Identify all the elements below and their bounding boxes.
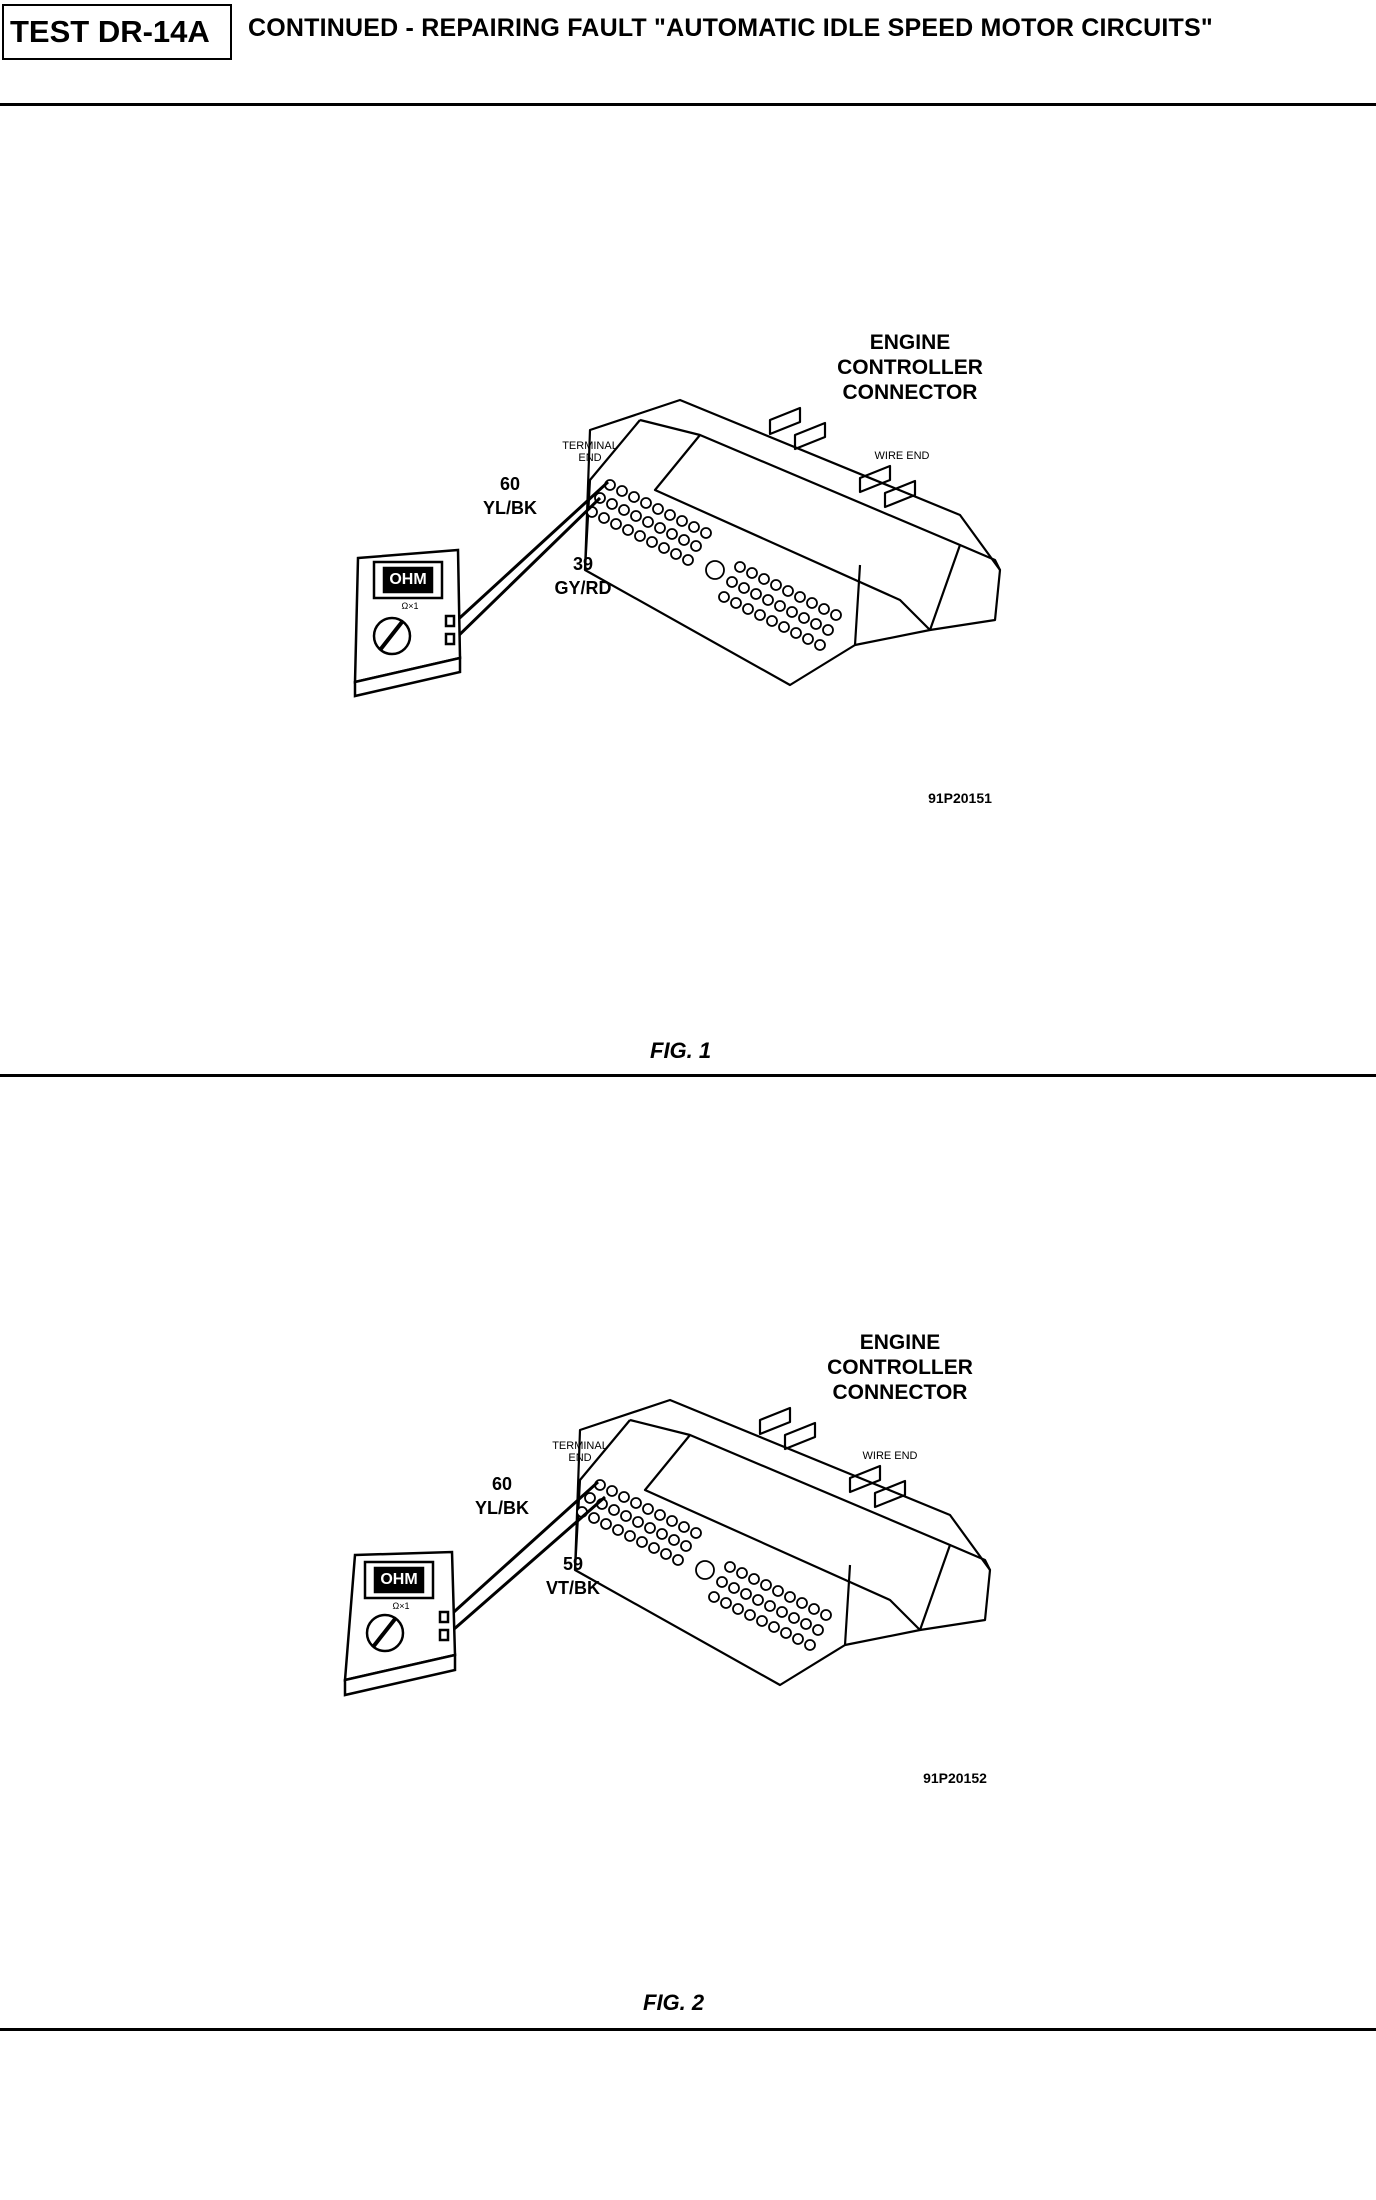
figure-2: ENGINE CONTROLLER CONNECTOR TERMINAL END…	[0, 1300, 1376, 2200]
bottom-border	[0, 2028, 1376, 2031]
figure-caption: FIG. 1	[650, 1038, 712, 1063]
meter-display: OHM	[389, 571, 427, 588]
wire-b-label: 59 VT/BK	[546, 1554, 600, 1598]
wire-b-label: 39 GY/RD	[554, 554, 612, 598]
terminal-end-label: TERMINAL END	[562, 440, 618, 464]
pin-holes	[576, 1479, 832, 1651]
latch-tab	[848, 1464, 907, 1509]
latch-tab	[858, 464, 917, 509]
connector-top-edge	[629, 1418, 952, 1631]
terminal-end-label: TERMINAL END	[552, 1440, 608, 1464]
connector-body	[583, 398, 1002, 687]
meter-display: OHM	[380, 1571, 418, 1588]
wire-end-label: WIRE END	[874, 450, 930, 462]
figure-caption: FIG. 2	[643, 1990, 705, 2015]
image-code: 91P20152	[923, 1770, 987, 1786]
wire-end-label: WIRE END	[862, 1450, 918, 1462]
test-id-box: TEST DR-14A	[2, 4, 232, 60]
page-header: TEST DR-14A CONTINUED - REPAIRING FAULT …	[0, 0, 1376, 106]
pin-holes	[586, 479, 842, 651]
probe-lead-b	[450, 496, 602, 644]
connector-label: ENGINE CONTROLLER CONNECTOR	[827, 1331, 973, 1404]
page-title: CONTINUED - REPAIRING FAULT "AUTOMATIC I…	[248, 14, 1213, 42]
connector-label: ENGINE CONTROLLER CONNECTOR	[837, 331, 983, 404]
latch-tab	[768, 406, 827, 451]
connector-body	[573, 1398, 992, 1687]
figure-1: ENGINE CONTROLLER CONNECTOR TERMINAL END…	[0, 300, 1376, 1200]
ohmmeter	[353, 548, 462, 698]
diagram-fig2	[343, 1398, 992, 1697]
section-divider	[0, 1074, 1376, 1077]
meter-range: Ω×1	[401, 601, 419, 611]
latch-tab	[758, 1406, 817, 1451]
connector-face	[573, 1419, 631, 1571]
probe-lead-a	[443, 1480, 600, 1622]
probe-lead-a	[450, 480, 610, 627]
connector-cable-guide	[959, 543, 1001, 571]
image-code: 91P20151	[928, 790, 992, 806]
connector-top-edge	[639, 418, 962, 631]
wire-a-label: 60 YL/BK	[475, 1474, 529, 1518]
ohmmeter	[343, 1550, 457, 1697]
diagram-fig1	[353, 398, 1002, 698]
probe-lead-b	[444, 1495, 606, 1639]
wire-a-label: 60 YL/BK	[483, 474, 537, 518]
meter-range: Ω×1	[392, 1601, 410, 1611]
connector-face	[583, 419, 641, 571]
